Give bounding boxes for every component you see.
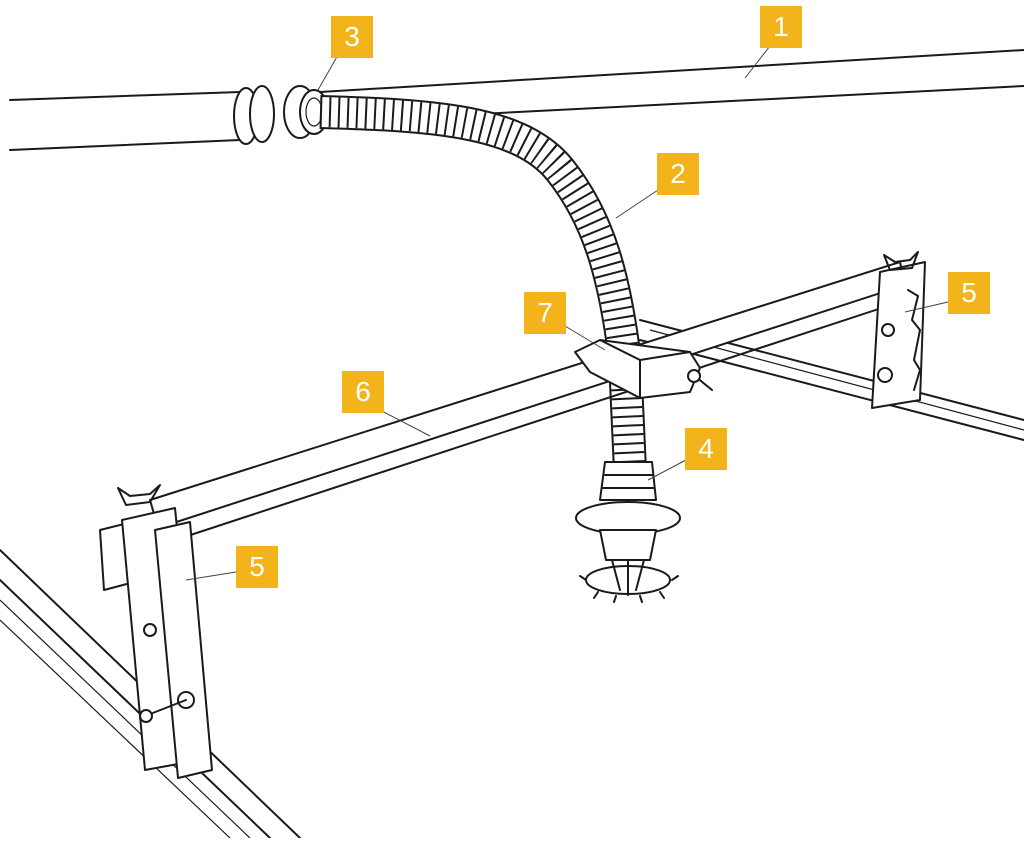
- callout-5-left: 5: [236, 546, 278, 588]
- bracket-clip-right: [871, 251, 926, 409]
- callout-2: 2: [657, 153, 699, 195]
- callout-4: 4: [685, 428, 727, 470]
- callout-3: 3: [331, 16, 373, 58]
- callout-7: 7: [524, 292, 566, 334]
- sprinkler-head: [575, 461, 681, 603]
- hose-clamp: [574, 339, 713, 399]
- callout-1: 1: [760, 6, 802, 48]
- callout-5-right: 5: [948, 272, 990, 314]
- bracket-clip-left: [99, 484, 213, 779]
- flexible-hose: [319, 95, 647, 471]
- callout-6: 6: [342, 371, 384, 413]
- main-supply-pipe: [9, 49, 1024, 151]
